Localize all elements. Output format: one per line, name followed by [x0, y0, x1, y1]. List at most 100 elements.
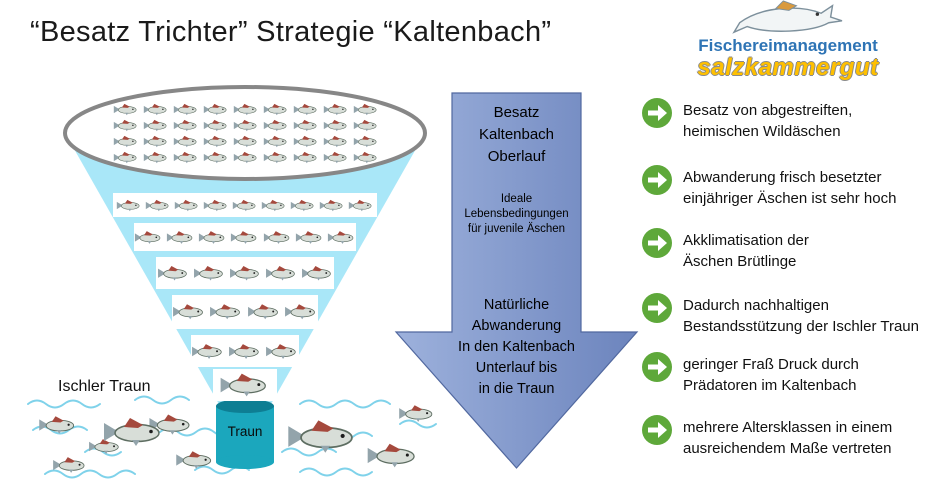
fish-icon	[209, 303, 243, 321]
fish-icon	[284, 303, 318, 321]
fish-icon	[172, 303, 206, 321]
fish-icon	[134, 230, 163, 245]
fish-icon	[175, 450, 215, 470]
fish-icon	[143, 119, 169, 132]
fish-icon	[295, 230, 324, 245]
fish-icon	[173, 103, 199, 116]
fish-icon	[166, 230, 195, 245]
fish-icon	[353, 103, 379, 116]
fish-icon	[143, 151, 169, 164]
fish-icon	[203, 103, 229, 116]
bullet-text: Dadurch nachhaltigen Bestandsstützung de…	[683, 297, 919, 335]
bullet-item: geringer Fraß Druck durch Prädatoren im …	[642, 352, 929, 396]
fish-icon	[143, 103, 169, 116]
fish-icon	[38, 415, 78, 435]
logo-text-salzkammergut: salzkammergut	[697, 54, 879, 81]
arrow-text-top: Besatz Kaltenbach Oberlauf	[478, 104, 555, 165]
bullet-item: mehrere Altersklassen in einem ausreiche…	[642, 415, 929, 459]
fish-icon	[323, 135, 349, 148]
logo-text-fischereimanagement: Fischereimanagement	[698, 36, 878, 55]
ellipse-fish-group	[98, 96, 393, 170]
cylinder-bottom	[216, 455, 274, 469]
fish-icon	[327, 230, 356, 245]
fish-icon	[319, 199, 345, 212]
fish-icon	[247, 303, 281, 321]
fish-icon	[233, 103, 259, 116]
fish-icon	[173, 151, 199, 164]
funnel-row-1	[113, 193, 377, 217]
fish-icon	[286, 418, 360, 455]
fish-icon	[323, 119, 349, 132]
fish-icon	[173, 135, 199, 148]
fish-icon	[323, 151, 349, 164]
fish-icon	[293, 103, 319, 116]
green-arrow-icon	[642, 293, 672, 323]
fish-icon	[113, 135, 139, 148]
arrow-text-mid: Ideale Lebensbedingungen für juvenile Äs…	[464, 193, 569, 235]
fish-icon	[353, 151, 379, 164]
bullet-text: Abwanderung frisch besetzter einjähriger…	[683, 169, 897, 207]
green-arrow-icon	[642, 352, 672, 382]
fish-icon	[219, 372, 271, 398]
fish-icon	[116, 199, 142, 212]
funnel-row-4	[172, 295, 318, 329]
green-arrow-icon	[642, 228, 672, 258]
fish-icon	[263, 151, 289, 164]
fish-icon	[113, 103, 139, 116]
fish-icon	[293, 119, 319, 132]
funnel-row-5	[191, 335, 299, 367]
bullet-item: Dadurch nachhaltigen Bestandsstützung de…	[642, 293, 929, 337]
fish-icon	[263, 230, 292, 245]
fish-icon	[228, 343, 262, 360]
funnel-row-2	[134, 223, 356, 251]
green-arrow-icon	[642, 415, 672, 445]
fish-icon	[293, 135, 319, 148]
fish-icon	[233, 135, 259, 148]
bullet-item: Besatz von abgestreiften, heimischen Wil…	[642, 98, 929, 142]
logo-fish-icon	[732, 0, 843, 34]
fish-icon	[102, 416, 166, 448]
fish-icon	[353, 135, 379, 148]
fish-icon	[301, 265, 334, 282]
fish-icon	[366, 442, 420, 469]
fish-icon	[232, 199, 258, 212]
page-title: “Besatz Trichter” Strategie “Kaltenbach”	[30, 16, 552, 48]
fish-icon	[157, 265, 190, 282]
bullet-text: Akklimatisation der Äschen Brütlinge	[683, 232, 809, 270]
bullet-text: geringer Fraß Druck durch Prädatoren im …	[683, 356, 859, 394]
fish-icon	[203, 119, 229, 132]
logo: Fischereimanagement salzkammergut	[668, 0, 908, 80]
fish-icon	[233, 151, 259, 164]
fish-icon	[203, 199, 229, 212]
arrow-text-bottom: Natürliche Abwanderung In den Kaltenbach…	[458, 297, 575, 397]
fish-icon	[52, 456, 88, 474]
fish-icon	[113, 151, 139, 164]
cylinder-label: Traun	[227, 424, 263, 439]
funnel-row-6	[213, 369, 277, 401]
fish-icon	[113, 119, 139, 132]
fish-icon	[263, 103, 289, 116]
fish-icon	[145, 199, 171, 212]
funnel-row-3	[156, 257, 334, 289]
fish-icon	[233, 119, 259, 132]
fish-icon	[143, 135, 169, 148]
bullet-item: Abwanderung frisch besetzter einjähriger…	[642, 165, 929, 209]
green-arrow-icon	[642, 165, 672, 195]
fish-icon	[229, 265, 262, 282]
bullet-text: mehrere Altersklassen in einem ausreiche…	[683, 419, 893, 457]
green-arrow-icon	[642, 98, 672, 128]
bullet-item: Akklimatisation der Äschen Brütlinge	[642, 228, 929, 272]
fish-icon	[191, 343, 225, 360]
fish-icon	[173, 119, 199, 132]
fish-icon	[198, 230, 227, 245]
fish-icon	[290, 199, 316, 212]
cylinder-top	[216, 399, 274, 413]
fish-icon	[265, 265, 298, 282]
fish-icon	[263, 119, 289, 132]
fish-icon	[263, 135, 289, 148]
fish-icon	[203, 135, 229, 148]
fish-icon	[398, 404, 436, 423]
river-label: Ischler Traun	[58, 378, 151, 395]
fish-icon	[348, 199, 374, 212]
